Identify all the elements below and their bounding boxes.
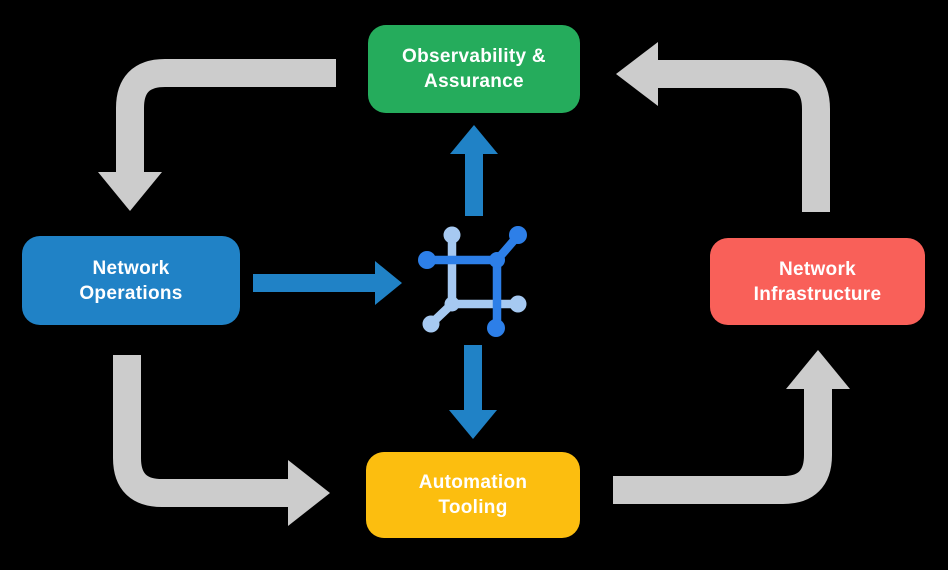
arrow-head [288,460,330,526]
network-mesh-icon [418,226,527,337]
cycle-arrow-infrastructure-to-observability [616,42,830,212]
arrow-head [786,350,850,389]
arrow-head [375,261,402,305]
node-network-operations: Network Operations [22,236,240,325]
arrow-head [449,410,497,439]
cycle-arrow-tooling-to-infrastructure [613,350,850,504]
node-observability-assurance-label: Observability & Assurance [402,46,546,92]
network-mesh-icon-dark [418,226,527,337]
flow-arrow-platform-to-tooling [449,345,497,439]
node-network-operations-label: Network Operations [79,257,183,304]
arrow-shaft [613,389,832,504]
arrow-head [450,125,498,154]
node-observability-assurance: Observability & Assurance [368,25,580,113]
arrow-shaft [657,60,830,212]
node-automation-tooling-label: Automation Tooling [418,472,528,518]
node-automation-tooling: Automation Tooling [366,452,580,538]
arrow-head [98,172,162,211]
arrow-head [616,42,658,106]
arrow-shaft [113,355,288,507]
node-network-infrastructure-label: Network Infrastructure [753,258,882,305]
cycle-arrow-observability-to-operations [98,59,336,211]
cycle-arrow-operations-to-tooling [113,355,330,526]
node-network-infrastructure: Network Infrastructure [710,238,925,325]
flow-arrow-operations-to-platform [253,261,402,305]
flow-arrow-platform-to-observability [450,125,498,216]
arrow-shaft [116,59,336,173]
